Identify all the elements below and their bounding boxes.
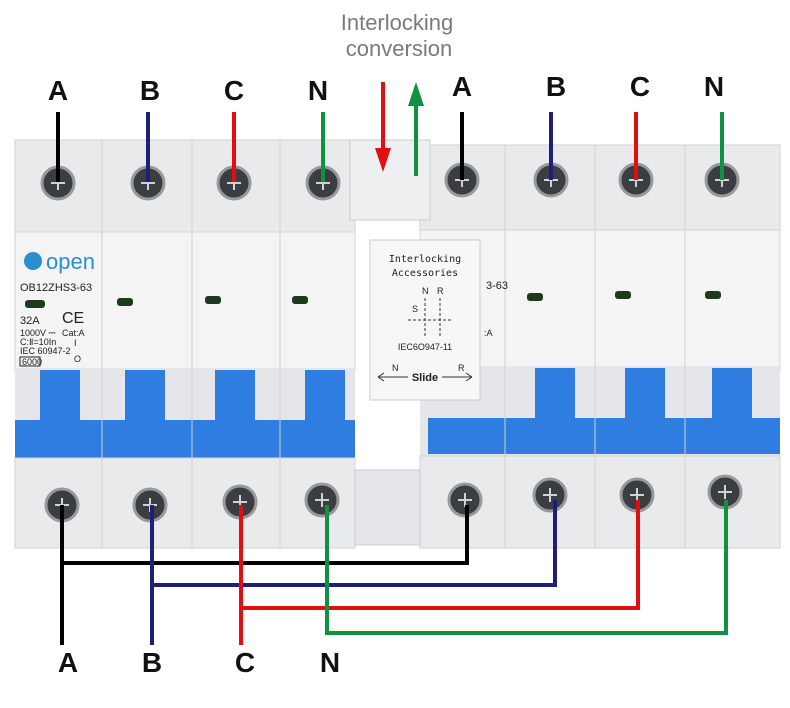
label-n-top-right: N <box>704 71 724 102</box>
standard: IEC 60947-2 <box>20 346 71 356</box>
screw-head-icon <box>630 488 644 502</box>
left-breaker <box>14 139 356 549</box>
label-c-top-right: C <box>630 71 650 102</box>
breaking-capacity: C:Ⅱ=10In <box>20 337 56 347</box>
rating: 32A <box>20 315 40 327</box>
accessory-subtitle: Accessories <box>392 268 458 279</box>
right-handle-bar[interactable] <box>428 418 780 454</box>
interlock-accessory: Interlocking Accessories N R S IEC6O947-… <box>349 139 481 546</box>
label-b-top-left: B <box>140 75 160 106</box>
right-breaker <box>419 144 781 549</box>
label-a-top-left: A <box>48 75 68 106</box>
accessory-n: N <box>422 286 429 296</box>
label-b-top-right: B <box>546 71 566 102</box>
on-mark: I <box>74 338 77 348</box>
title-line1: Interlocking <box>341 10 454 35</box>
label-b-bottom: B <box>142 647 162 678</box>
svg-text:CE: CE <box>62 310 84 327</box>
model-right: 3-63 <box>486 280 508 292</box>
status-indicators <box>25 291 721 308</box>
accessory-s: S <box>412 304 418 314</box>
slide-label: Slide <box>412 372 438 384</box>
category: Cat:A <box>62 328 85 338</box>
wire-n-bottom <box>325 500 728 635</box>
label-c-top-left: C <box>224 75 244 106</box>
screw-head-icon <box>458 493 472 507</box>
wire-a-bottom <box>60 505 469 645</box>
label-n-bottom: N <box>320 647 340 678</box>
brand-name: open <box>46 249 95 274</box>
slide-r: R <box>458 363 465 373</box>
accessory-title: Interlocking <box>389 254 461 265</box>
voltage: 1000V ⎓ <box>20 328 56 338</box>
slide-n: N <box>392 363 399 373</box>
wiring <box>56 112 728 645</box>
brand-logo-icon <box>24 252 42 270</box>
capacity: 6000 <box>22 357 42 367</box>
left-handle-bar[interactable] <box>15 420 355 458</box>
wire-b-bottom <box>150 500 557 645</box>
label-c-bottom: C <box>235 647 255 678</box>
label-a-top-right: A <box>452 71 472 102</box>
screw-head-icon <box>718 485 732 499</box>
model: OB12ZHS3-63 <box>20 282 92 294</box>
breaker-label: open OB12ZHS3-63 32A CE 1000V ⎓ Cat:A C:… <box>19 249 508 367</box>
screw-head-icon <box>315 493 329 507</box>
screw-head-icon <box>543 488 557 502</box>
off-mark: O <box>74 354 81 364</box>
label-a-bottom: A <box>58 647 78 678</box>
wire-c-bottom <box>239 500 640 645</box>
label-n-top-left: N <box>308 75 328 106</box>
category-right: :A <box>484 328 493 338</box>
title-line2: conversion <box>346 36 452 61</box>
contact-symbol-icon <box>408 298 453 338</box>
accessory-standard: IEC6O947-11 <box>398 342 452 352</box>
accessory-r: R <box>437 286 444 296</box>
